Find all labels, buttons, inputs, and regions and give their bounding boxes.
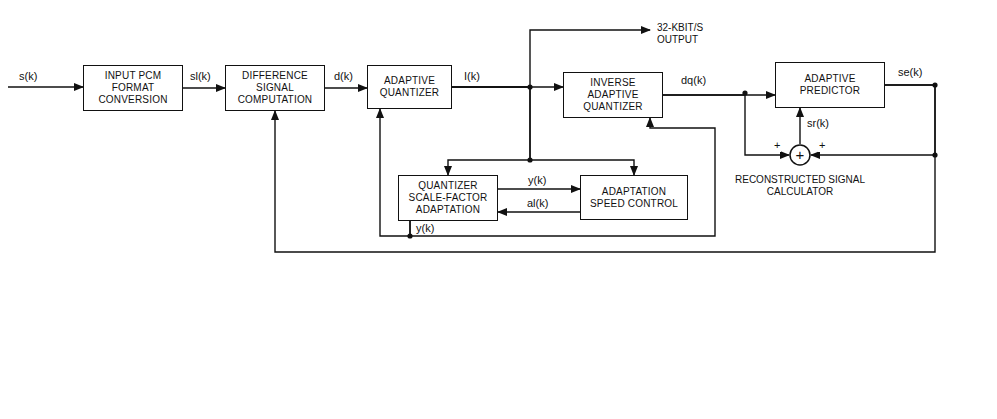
sign-mark: + xyxy=(818,139,826,152)
signal-name: al(k) xyxy=(526,197,549,210)
process-box: ADAPTIVE QUANTIZER xyxy=(367,65,452,109)
signal-connector xyxy=(325,87,367,88)
adder-circle: +RECONSTRUCTED SIGNAL CALCULATOR xyxy=(789,144,811,166)
process-box: QUANTIZER SCALE-FACTOR ADAPTATION xyxy=(398,175,498,221)
signal-name: se(k) xyxy=(897,66,923,79)
signal-connector xyxy=(498,211,580,212)
signal-name: y(k) xyxy=(527,174,547,187)
box-label: ADAPTATION SPEED CONTROL xyxy=(586,186,682,210)
signal-name: y(k) xyxy=(415,222,435,235)
signal-connector xyxy=(663,95,789,155)
sign-mark: + xyxy=(773,139,781,152)
box-label: ADAPTIVE QUANTIZER xyxy=(373,75,446,99)
output-note: 32-KBIT/S OUTPUT xyxy=(656,22,720,46)
signal-name: s(k) xyxy=(18,70,38,83)
signal-connector xyxy=(183,87,225,88)
input-wire xyxy=(8,86,83,87)
process-box: INPUT PCM FORMAT CONVERSION xyxy=(83,65,183,111)
block-caption: RECONSTRUCTED SIGNAL CALCULATOR xyxy=(734,174,866,198)
signal-connector xyxy=(799,108,800,144)
signal-connector xyxy=(448,87,530,175)
box-label: INPUT PCM FORMAT CONVERSION xyxy=(89,70,177,106)
process-box: INVERSE ADAPTIVE QUANTIZER xyxy=(563,72,663,118)
process-box: DIFFERENCE SIGNAL COMPUTATION xyxy=(225,65,325,111)
box-label: INVERSE ADAPTIVE QUANTIZER xyxy=(569,77,657,113)
box-label: ADAPTIVE PREDICTOR xyxy=(781,73,879,97)
signal-name: d(k) xyxy=(333,70,354,83)
signal-name: dq(k) xyxy=(680,74,707,87)
process-box: ADAPTATION SPEED CONTROL xyxy=(580,175,688,220)
signal-name: sl(k) xyxy=(189,70,212,83)
process-box: ADAPTIVE PREDICTOR xyxy=(775,62,885,108)
adder-sign: + xyxy=(789,144,811,166)
signal-name: I(k) xyxy=(463,70,481,83)
box-label: DIFFERENCE SIGNAL COMPUTATION xyxy=(231,70,319,106)
box-label: QUANTIZER SCALE-FACTOR ADAPTATION xyxy=(404,180,492,216)
signal-name: sr(k) xyxy=(806,117,830,130)
signal-connector xyxy=(498,188,580,189)
